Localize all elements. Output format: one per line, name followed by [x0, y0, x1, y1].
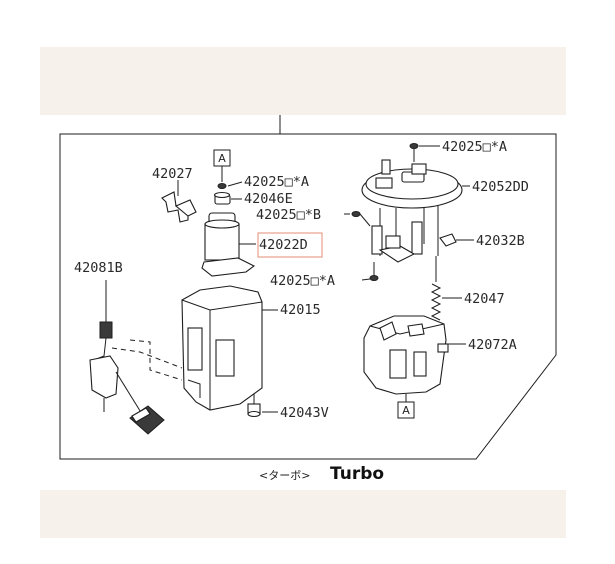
ref-box-a-bottom-letter: A: [402, 404, 410, 417]
washer-42025b: [351, 211, 361, 217]
label-42025a-mid: 42025□*A: [270, 273, 335, 289]
label-42072a: 42072A: [468, 337, 517, 353]
bottom-band: [40, 490, 566, 538]
level-sender-42081b: [89, 280, 165, 435]
label-42052dd: 42052DD: [472, 179, 529, 195]
fuel-pump-42022d: [201, 212, 256, 277]
washer-42025a-bottom: [369, 275, 379, 281]
reservoir-42072a: [363, 315, 449, 395]
label-42043v: 42043V: [280, 405, 329, 421]
label-42025b: 42025□*B: [256, 207, 321, 223]
bolt-42043v: [247, 394, 261, 418]
top-band: [40, 47, 566, 115]
diagram-frame: [59, 133, 557, 460]
caption-english: Turbo: [330, 464, 384, 484]
label-42047: 42047: [464, 291, 505, 307]
bracket-42027: [161, 191, 197, 223]
ref-box-a-left-letter: A: [218, 152, 226, 165]
clip-42032b: [439, 233, 457, 247]
ref-box-a-bottom: A: [397, 401, 415, 419]
label-42022d: 42022D: [259, 237, 308, 253]
caption-japanese: <ターボ>: [259, 469, 310, 482]
label-42046e: 42046E: [244, 191, 293, 207]
ref-box-a-left: A: [213, 149, 231, 167]
flange-42052dd: [361, 159, 463, 263]
label-42025a-left: 42025□*A: [244, 174, 309, 190]
highlight-box-42022d: [257, 232, 323, 258]
pump-housing-42015: [181, 285, 263, 411]
washer-42025a: [217, 183, 227, 189]
spring-42047: [430, 256, 442, 321]
washer-top-42025a: [409, 143, 419, 149]
label-42025a-top: 42025□*A: [442, 139, 507, 155]
grommet-42046e: [213, 191, 231, 205]
label-42015: 42015: [280, 302, 321, 318]
label-42081b: 42081B: [74, 260, 123, 276]
label-42032b: 42032B: [476, 233, 525, 249]
label-42027: 42027: [152, 166, 193, 182]
